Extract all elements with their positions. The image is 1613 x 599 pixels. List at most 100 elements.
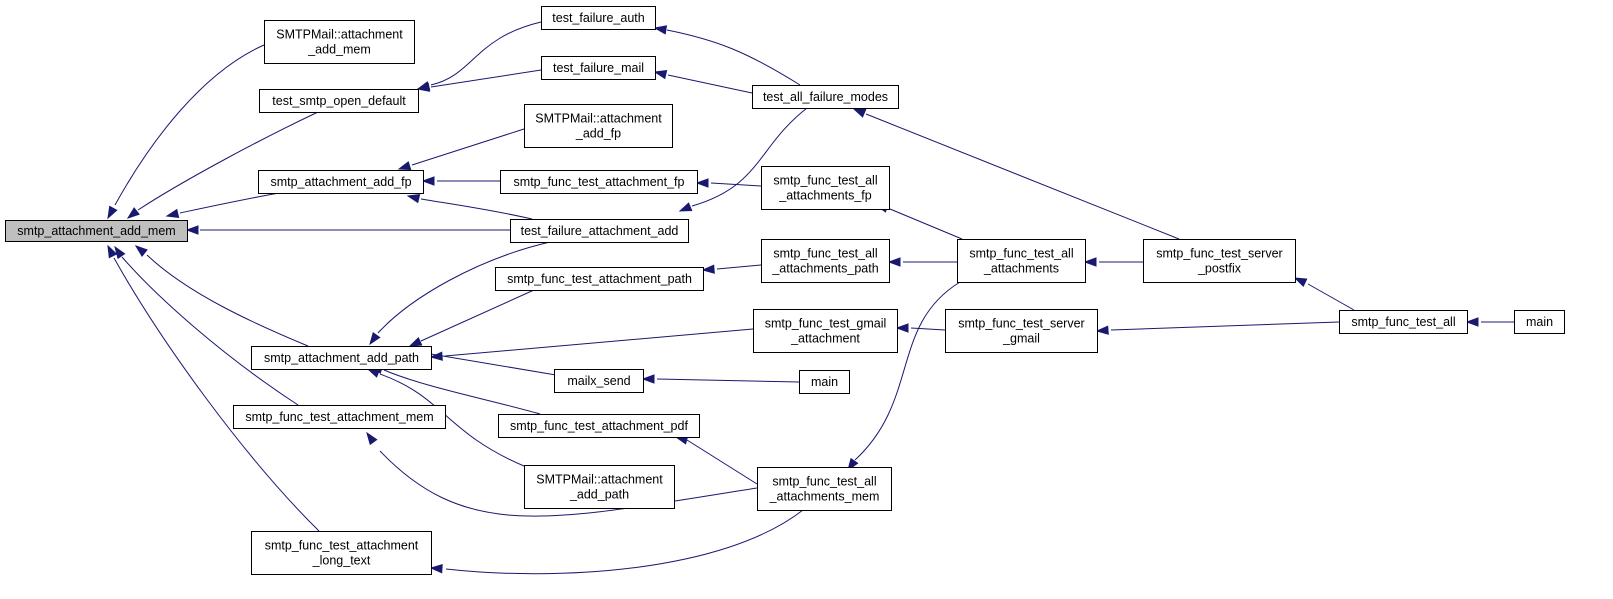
edge-line	[420, 198, 533, 220]
node-label: SMTPMail::attachment	[276, 28, 403, 42]
edge-line	[1307, 283, 1355, 311]
edge-line	[445, 509, 804, 575]
node-cpp_add_path[interactable]: SMTPMail::attachment_add_path	[524, 465, 675, 509]
node-main1[interactable]: main	[799, 370, 850, 394]
arrowhead	[1083, 257, 1097, 267]
node-all_att[interactable]: smtp_func_test_all_attachments	[957, 239, 1086, 283]
arrowhead	[369, 331, 381, 346]
node-label: _postfix	[1197, 262, 1242, 276]
node-gmail_att[interactable]: smtp_func_test_gmail_attachment	[753, 309, 898, 353]
arrowhead	[429, 564, 443, 574]
node-label: smtp_func_test_attachment_pdf	[510, 419, 688, 433]
edge-line	[379, 450, 758, 517]
node-box	[541, 56, 656, 80]
node-all_fail[interactable]: test_all_failure_modes	[752, 85, 899, 109]
edge-line	[865, 113, 1180, 240]
node-ft_att_fp[interactable]: smtp_func_test_attachment_fp	[500, 170, 698, 194]
edge-ft_att_mem-to-root	[114, 245, 299, 406]
nodes-layer: smtp_attachment_add_memSMTPMail::attachm…	[5, 6, 1565, 575]
node-all_att_mem[interactable]: smtp_func_test_all_attachments_mem	[757, 467, 892, 511]
edge-all_att_path-to-ft_att_path	[701, 264, 762, 274]
node-box	[259, 89, 419, 113]
arrowhead	[165, 208, 180, 218]
node-label: test_failure_mail	[553, 61, 644, 75]
node-label: smtp_func_test_all	[773, 174, 877, 188]
arrowhead	[397, 161, 412, 171]
edge-main1-to-mailx_send	[641, 374, 800, 384]
node-box	[495, 267, 704, 291]
node-open_default[interactable]: test_smtp_open_default	[259, 89, 419, 113]
node-label: smtp_func_test_all	[773, 247, 877, 261]
arrowhead	[695, 178, 709, 188]
edge-all_fail-to-fail_mail	[653, 70, 753, 94]
edge-server_gmail-to-gmail_att	[895, 323, 946, 333]
edge-line	[377, 241, 551, 334]
arrowhead	[107, 205, 118, 220]
node-server_postfix[interactable]: smtp_func_test_server_postfix	[1143, 239, 1296, 283]
arrowhead	[887, 257, 901, 267]
node-root[interactable]: smtp_attachment_add_mem	[5, 220, 188, 242]
node-label: _attachments	[983, 262, 1059, 276]
edge-line	[716, 264, 762, 270]
node-label: smtp_func_test_server	[958, 317, 1084, 331]
edge-open_default-to-root	[126, 111, 319, 219]
node-label: smtp_attachment_add_fp	[270, 175, 411, 189]
node-cpp_add_fp[interactable]: SMTPMail::attachment_add_fp	[524, 104, 673, 148]
node-fail_att_add[interactable]: test_failure_attachment_add	[510, 219, 689, 243]
arrowhead	[134, 245, 148, 257]
node-ft_att_pdf[interactable]: smtp_func_test_attachment_pdf	[498, 414, 700, 438]
arrowhead	[429, 351, 443, 361]
node-label: smtp_func_test_all	[969, 247, 1073, 261]
edge-line	[910, 327, 946, 331]
node-all_att_fp[interactable]: smtp_func_test_all_attachments_fp	[761, 166, 890, 210]
node-label: smtp_func_test_all	[772, 475, 876, 489]
node-label: mailx_send	[567, 374, 630, 388]
node-add_fp[interactable]: smtp_attachment_add_fp	[258, 170, 424, 194]
arrowhead	[1293, 277, 1308, 288]
edge-line	[420, 289, 535, 342]
node-add_path[interactable]: smtp_attachment_add_path	[251, 346, 432, 370]
edge-line	[656, 378, 800, 383]
node-cpp_add_mem[interactable]: SMTPMail::attachment_add_mem	[264, 20, 415, 64]
node-mailx_send[interactable]: mailx_send	[554, 369, 644, 393]
node-main2[interactable]: main	[1514, 310, 1565, 334]
node-box	[753, 309, 898, 353]
edge-all_fail-to-fail_auth	[653, 25, 801, 86]
node-label: smtp_func_test_attachment_fp	[514, 175, 685, 189]
edge-line	[424, 352, 557, 376]
node-label: _add_path	[569, 488, 629, 502]
node-label: _add_fp	[575, 127, 621, 141]
edge-fail_att_add-to-add_path	[369, 241, 551, 346]
node-test_all[interactable]: smtp_func_test_all	[1339, 310, 1468, 334]
node-label: smtp_func_test_attachment	[265, 539, 419, 553]
node-server_gmail[interactable]: smtp_func_test_server_gmail	[945, 309, 1098, 353]
node-label: smtp_func_test_gmail	[765, 317, 887, 331]
edge-test_all-to-server_gmail	[1095, 321, 1340, 335]
arrowhead	[366, 368, 381, 378]
arrowhead	[408, 336, 423, 347]
edge-line	[889, 208, 963, 240]
node-ft_att_long[interactable]: smtp_func_test_attachment_long_text	[251, 531, 432, 575]
node-box	[945, 309, 1098, 353]
node-label: _attachments_mem	[769, 490, 880, 504]
node-box	[5, 220, 188, 242]
node-label: SMTPMail::attachment	[536, 473, 663, 487]
node-label: test_failure_attachment_add	[521, 224, 679, 238]
edge-all_att_fp-to-ft_att_fp	[695, 178, 762, 188]
edge-cpp_add_mem-to-root	[107, 44, 265, 220]
node-fail_mail[interactable]: test_failure_mail	[541, 56, 656, 80]
edge-line	[137, 111, 319, 211]
node-box	[1514, 310, 1565, 334]
node-label: _add_mem	[307, 43, 371, 57]
edge-line	[179, 192, 280, 214]
node-label: test_failure_auth	[552, 11, 644, 25]
edge-fail_att_add-to-add_fp	[406, 194, 533, 220]
node-ft_att_mem[interactable]: smtp_func_test_attachment_mem	[233, 405, 446, 429]
edge-line	[710, 182, 762, 187]
node-ft_att_path[interactable]: smtp_func_test_attachment_path	[495, 267, 704, 291]
node-box	[1143, 239, 1296, 283]
node-fail_auth[interactable]: test_failure_auth	[541, 6, 656, 30]
node-box	[757, 467, 892, 511]
node-all_att_path[interactable]: smtp_func_test_all_attachments_path	[761, 239, 890, 283]
edge-line	[121, 256, 299, 406]
